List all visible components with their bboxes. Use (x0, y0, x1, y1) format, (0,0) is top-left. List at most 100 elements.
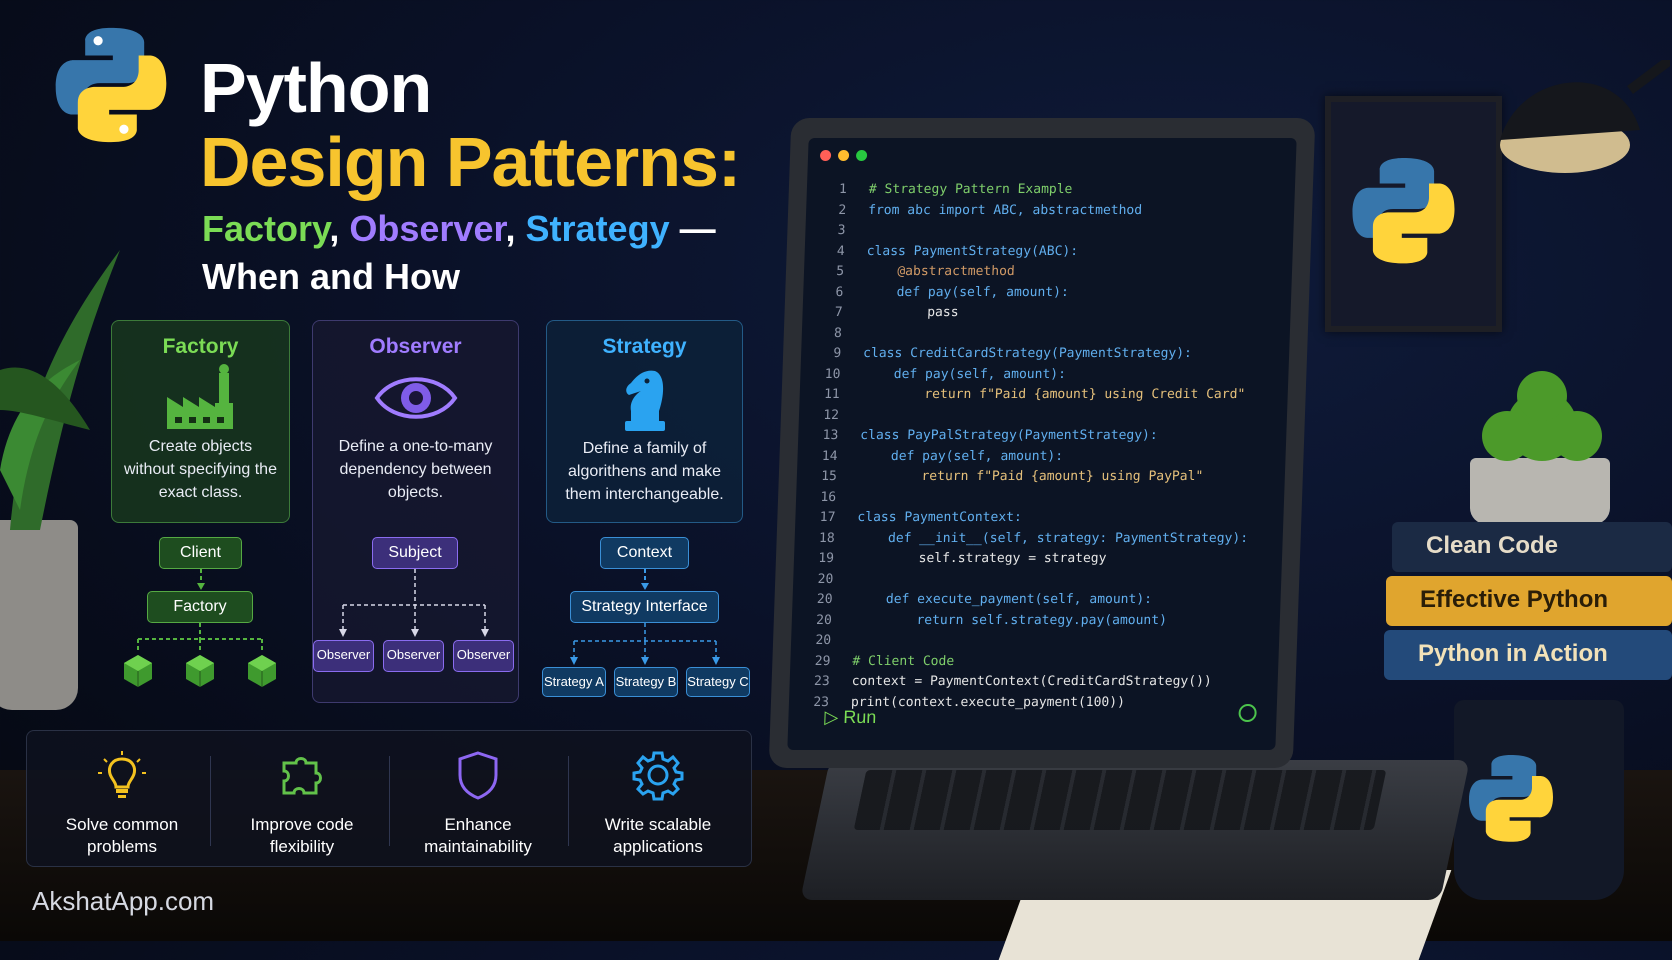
subtitle-when-and-how: When and How (202, 256, 460, 297)
code-text: # Client Code (852, 653, 955, 669)
code-text: print(context.execute_payment(100)) (850, 694, 1126, 710)
strategy-description: Define a family of algorithens and make … (565, 440, 724, 503)
code-line: 10 def pay(self, amount): (810, 365, 1254, 386)
code-text: context = PaymentContext(CreditCardStrat… (851, 674, 1212, 689)
observer-node-2: Observer (383, 640, 444, 672)
benefit-flexibility: Improve code flexibility (217, 731, 387, 866)
code-text: class PayPalStrategy(PaymentStrategy): (860, 428, 1158, 443)
eye-icon (374, 377, 457, 419)
code-text (861, 408, 862, 423)
code-text: def __init__(self, strategy: PaymentStra… (856, 530, 1249, 546)
chess-knight-icon (624, 370, 665, 431)
code-text: return f"Paid {amount} using PayPal" (858, 469, 1204, 484)
desk-lamp (1500, 60, 1670, 173)
factory-title: Factory (162, 335, 239, 358)
window-minimize-dot[interactable] (837, 150, 850, 161)
line-number: 23 (813, 674, 830, 689)
line-number: 19 (818, 551, 835, 566)
code-line: 13 class PayPalStrategy(PaymentStrategy): (808, 426, 1252, 447)
observer-subject-node: Subject (372, 537, 458, 569)
line-number: 17 (819, 510, 836, 525)
strategy-b-node: Strategy B (614, 667, 678, 697)
strategy-a-node: Strategy A (542, 667, 606, 697)
line-number: 7 (834, 305, 843, 320)
line-number: 10 (824, 366, 841, 382)
line-number: 29 (814, 653, 831, 669)
line-number: 15 (820, 469, 838, 484)
code-text: return f"Paid {amount} using Credit Card… (861, 387, 1246, 402)
code-text: self.strategy = strategy (855, 551, 1107, 566)
observer-description: Define a one-to-many dependency between … (338, 438, 493, 501)
code-text: def execute_payment(self, amount): (854, 592, 1153, 607)
line-number: 20 (815, 633, 832, 648)
run-button[interactable]: ▷ Run (824, 707, 877, 727)
observer-node-3: Observer (453, 640, 514, 672)
benefit-label: Enhance maintainability (424, 815, 532, 856)
benefit-label: Write scalable applications (604, 815, 712, 856)
benefit-solve-problems: Solve common problems (37, 731, 207, 866)
code-line: 20 (803, 570, 1247, 591)
code-line: 20 (801, 631, 1245, 652)
code-line: 14 def pay(self, amount): (807, 447, 1251, 468)
strategy-connectors (570, 623, 720, 665)
check-icon (1238, 704, 1257, 722)
factory-arrow-1 (197, 569, 205, 590)
left-plant-pot (0, 520, 78, 710)
code-line: 16 (806, 488, 1250, 509)
observer-title: Observer (369, 335, 462, 358)
code-text (855, 572, 856, 587)
code-text: class PaymentContext: (857, 510, 1023, 525)
factory-node: Factory (147, 591, 253, 623)
line-number: 13 (822, 428, 839, 443)
observer-node-1: Observer (313, 640, 374, 672)
line-number: 3 (837, 223, 846, 238)
strategy-title: Strategy (602, 335, 687, 358)
code-text: def pay(self, amount): (862, 366, 1067, 382)
window-close-dot[interactable] (819, 150, 832, 161)
benefit-divider (210, 756, 211, 846)
code-text: @abstractmethod (865, 264, 1016, 279)
line-number: 4 (836, 243, 846, 259)
strategy-c-node: Strategy C (686, 667, 750, 697)
observer-connectors (339, 569, 489, 637)
code-text: return self.strategy.pay(amount) (853, 612, 1168, 628)
line-number: 18 (818, 530, 835, 546)
strategy-interface-node: Strategy Interface (570, 591, 719, 623)
right-plant-pot (1470, 458, 1610, 524)
code-line: 19 self.strategy = strategy (804, 549, 1248, 570)
benefit-divider (389, 756, 390, 846)
code-text: from abc import ABC, abstractmethod (867, 202, 1143, 218)
factory-description: Create objects without specifying the ex… (124, 438, 277, 501)
gear-icon (632, 751, 684, 801)
code-line: 20 def execute_payment(self, amount): (802, 590, 1246, 611)
benefit-scalable: Write scalable applications (573, 731, 743, 866)
code-line: 23 context = PaymentContext(CreditCardStr… (799, 672, 1243, 693)
code-line: 6 def pay(self, amount): (813, 283, 1257, 304)
strategy-arrow-1 (641, 569, 649, 590)
observer-card: Observer Define a one-to-many dependency… (312, 320, 519, 703)
subtitle-dash: — (669, 208, 716, 249)
code-text: # Strategy Pattern Example (868, 182, 1073, 197)
line-number: 20 (816, 592, 833, 607)
benefit-maintainability: Enhance maintainability (393, 731, 563, 866)
window-maximize-dot[interactable] (855, 150, 868, 161)
code-text: pass (864, 305, 959, 320)
code-line: 7 pass (812, 303, 1256, 324)
code-line: 15 return f"Paid {amount} using PayPal" (806, 467, 1250, 488)
product-cube-icon (124, 655, 152, 687)
factory-card: Factory Create objects without specifyin… (111, 320, 290, 523)
code-line: 1# Strategy Pattern Example (817, 180, 1261, 201)
line-number: 6 (835, 284, 844, 300)
benefit-label: Solve common problems (65, 815, 179, 856)
code-line: 29 # Client Code (800, 652, 1244, 673)
subtitle-comma-1: , (329, 208, 350, 249)
subtitle-factory: Factory (202, 208, 330, 249)
code-text (864, 326, 865, 341)
line-number: 14 (821, 448, 838, 464)
run-label: Run (842, 707, 877, 727)
benefits-panel: Solve common problems Improve code flexi… (26, 730, 752, 867)
code-line: 12 (809, 406, 1253, 427)
